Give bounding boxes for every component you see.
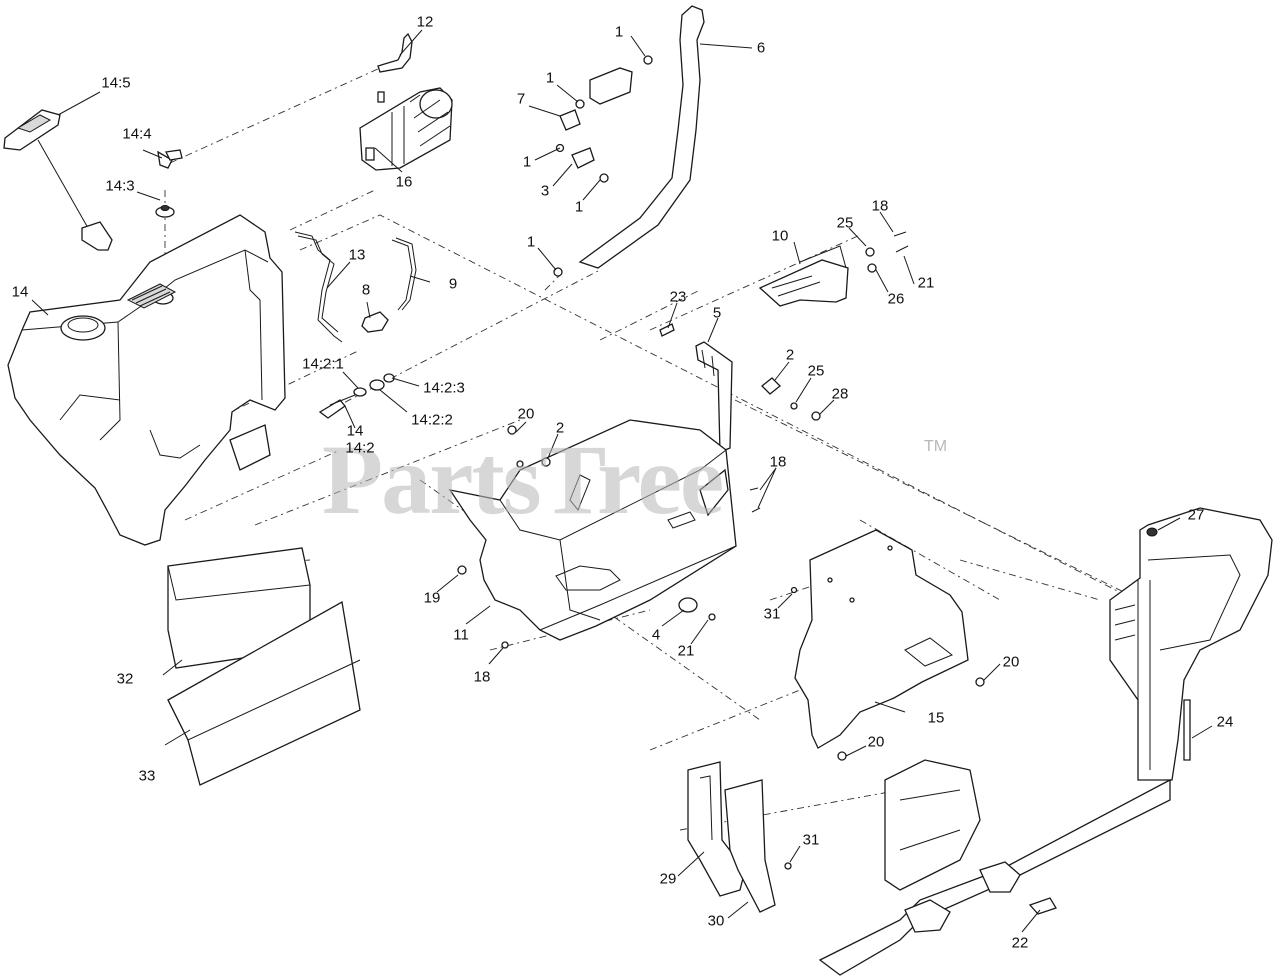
callout-18a: 18 xyxy=(871,197,889,215)
callout-20a: 20 xyxy=(517,405,535,423)
callout-32: 32 xyxy=(116,670,134,688)
callout-16: 16 xyxy=(395,173,413,191)
bushing-stack xyxy=(318,373,395,419)
callout-33: 33 xyxy=(138,767,156,785)
callout-10: 10 xyxy=(771,227,789,245)
callout-1b: 1 xyxy=(545,69,555,87)
callout-11: 11 xyxy=(453,626,469,644)
callout-14-2-2: 14:2:2 xyxy=(411,411,453,429)
callout-30: 30 xyxy=(707,912,725,930)
callout-1d: 1 xyxy=(574,198,584,216)
vent-hose xyxy=(377,32,413,73)
callout-2a: 2 xyxy=(785,346,795,364)
callout-27: 27 xyxy=(1187,506,1205,524)
side-panels xyxy=(687,761,792,913)
callout-31b: 31 xyxy=(802,831,820,849)
callout-14-5: 14:5 xyxy=(101,74,131,92)
callout-14-2-3: 14:2:3 xyxy=(423,379,465,397)
callout-1a: 1 xyxy=(614,23,624,41)
charcoal-canister xyxy=(359,87,453,171)
callout-14b: 14 xyxy=(346,422,364,440)
callout-29: 29 xyxy=(659,870,677,888)
callout-31a: 31 xyxy=(763,605,781,623)
callout-24: 24 xyxy=(1216,713,1234,731)
callout-3: 3 xyxy=(540,182,550,200)
fuel-tank xyxy=(7,214,286,546)
callout-20c: 20 xyxy=(867,733,885,751)
callout-5: 5 xyxy=(712,304,722,322)
mount-tray xyxy=(448,419,761,649)
foam-panels xyxy=(167,547,361,786)
callout-22: 22 xyxy=(1011,934,1029,952)
leader-lines xyxy=(31,29,1213,933)
tank-fittings xyxy=(155,149,183,218)
bracket-10 xyxy=(758,231,909,307)
callout-4: 4 xyxy=(651,626,661,644)
callout-14-4: 14:4 xyxy=(122,125,152,143)
callout-8: 8 xyxy=(361,281,371,299)
callout-9: 9 xyxy=(448,275,458,293)
misc-hardware xyxy=(516,323,675,468)
callout-7: 7 xyxy=(516,90,526,108)
callout-2b: 2 xyxy=(555,419,565,437)
callout-14-2: 14:2 xyxy=(345,439,375,457)
callout-14-3: 14:3 xyxy=(105,177,135,195)
callout-12: 12 xyxy=(416,13,434,31)
callout-18b: 18 xyxy=(769,453,787,471)
callout-26: 26 xyxy=(887,290,905,308)
callout-25a: 25 xyxy=(836,214,854,232)
callout-25b: 25 xyxy=(807,362,825,380)
callout-21a: 21 xyxy=(917,274,935,292)
callout-1e: 1 xyxy=(526,233,536,251)
callout-6: 6 xyxy=(756,39,766,57)
base-frame xyxy=(818,759,1171,976)
callout-19: 19 xyxy=(423,589,441,607)
callout-14: 14 xyxy=(11,283,29,301)
callout-14-2-1: 14:2:1 xyxy=(302,355,344,373)
callout-15: 15 xyxy=(927,709,945,727)
partstree-watermark: PartsTree xyxy=(322,424,724,535)
shield-plate xyxy=(790,529,985,761)
callout-28: 28 xyxy=(831,385,849,403)
fuel-line xyxy=(553,5,705,277)
side-frame xyxy=(1109,507,1273,781)
callout-18c: 18 xyxy=(473,668,491,686)
callout-21b: 21 xyxy=(677,642,695,660)
fuel-hoses xyxy=(294,231,417,343)
callout-23: 23 xyxy=(669,288,687,306)
callout-1c: 1 xyxy=(522,153,532,171)
fuel-cap xyxy=(3,109,113,251)
callout-20b: 20 xyxy=(1002,653,1020,671)
trademark-symbol: TM xyxy=(924,438,948,455)
callout-13: 13 xyxy=(348,246,366,264)
